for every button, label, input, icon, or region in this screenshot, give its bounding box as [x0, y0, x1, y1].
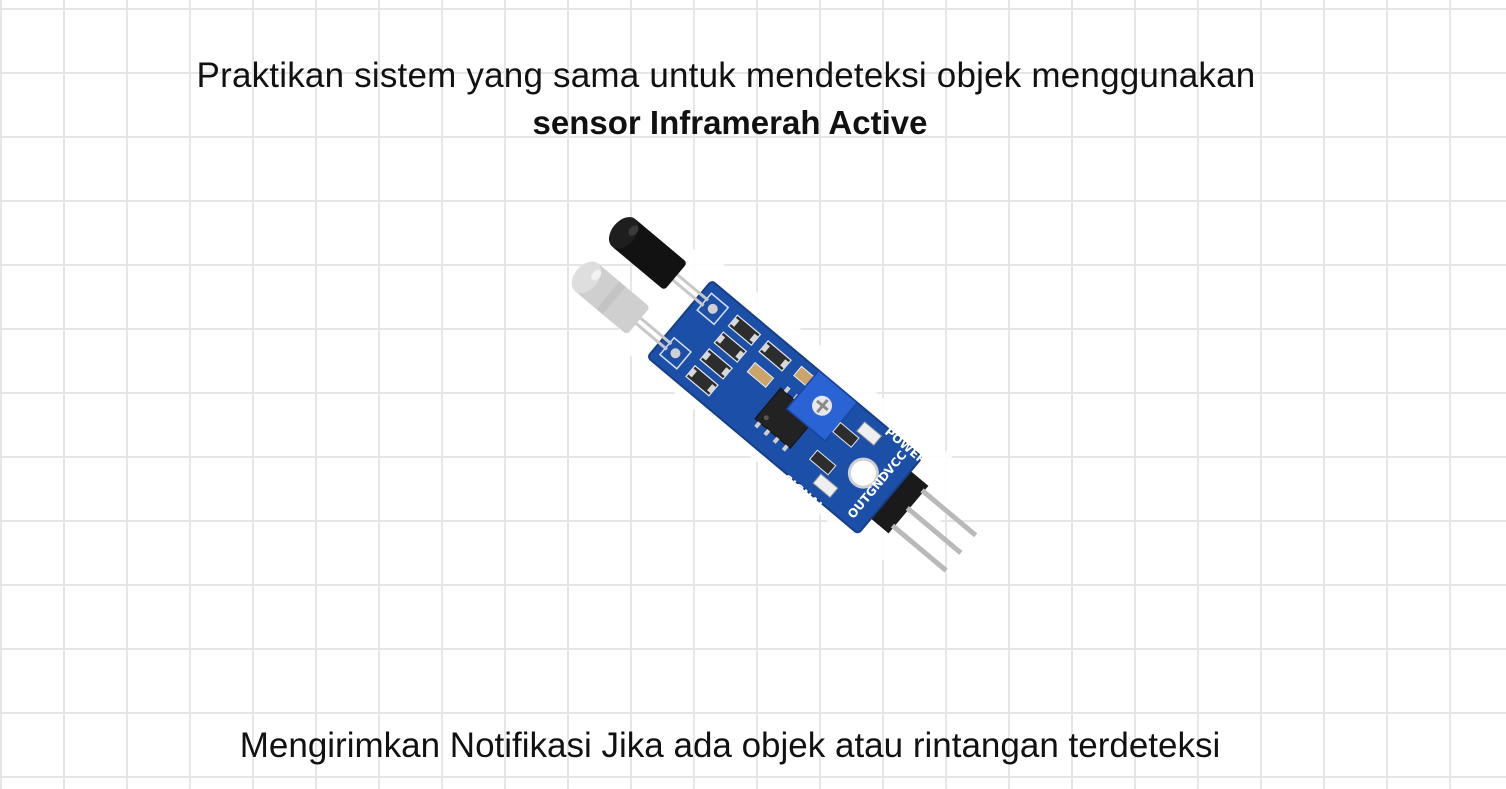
- pin-gnd: [905, 506, 963, 555]
- ir-receiver-led: [608, 217, 686, 289]
- ir-sensor-module-image: POWER VCC GND OUT SIGNAL: [540, 190, 1020, 640]
- heading-line-1: Praktikan sistem yang sama untuk mendete…: [196, 56, 1256, 95]
- ir-emitter-led: [571, 261, 649, 334]
- mounting-hole: [847, 457, 879, 489]
- notification-caption: Mengirimkan Notifikasi Jika ada objek at…: [239, 726, 1221, 765]
- pin-vcc: [920, 488, 978, 538]
- pin-header: [867, 467, 929, 534]
- heading-line-2: sensor Inframerah Active: [532, 104, 928, 141]
- pin-out: [890, 523, 948, 573]
